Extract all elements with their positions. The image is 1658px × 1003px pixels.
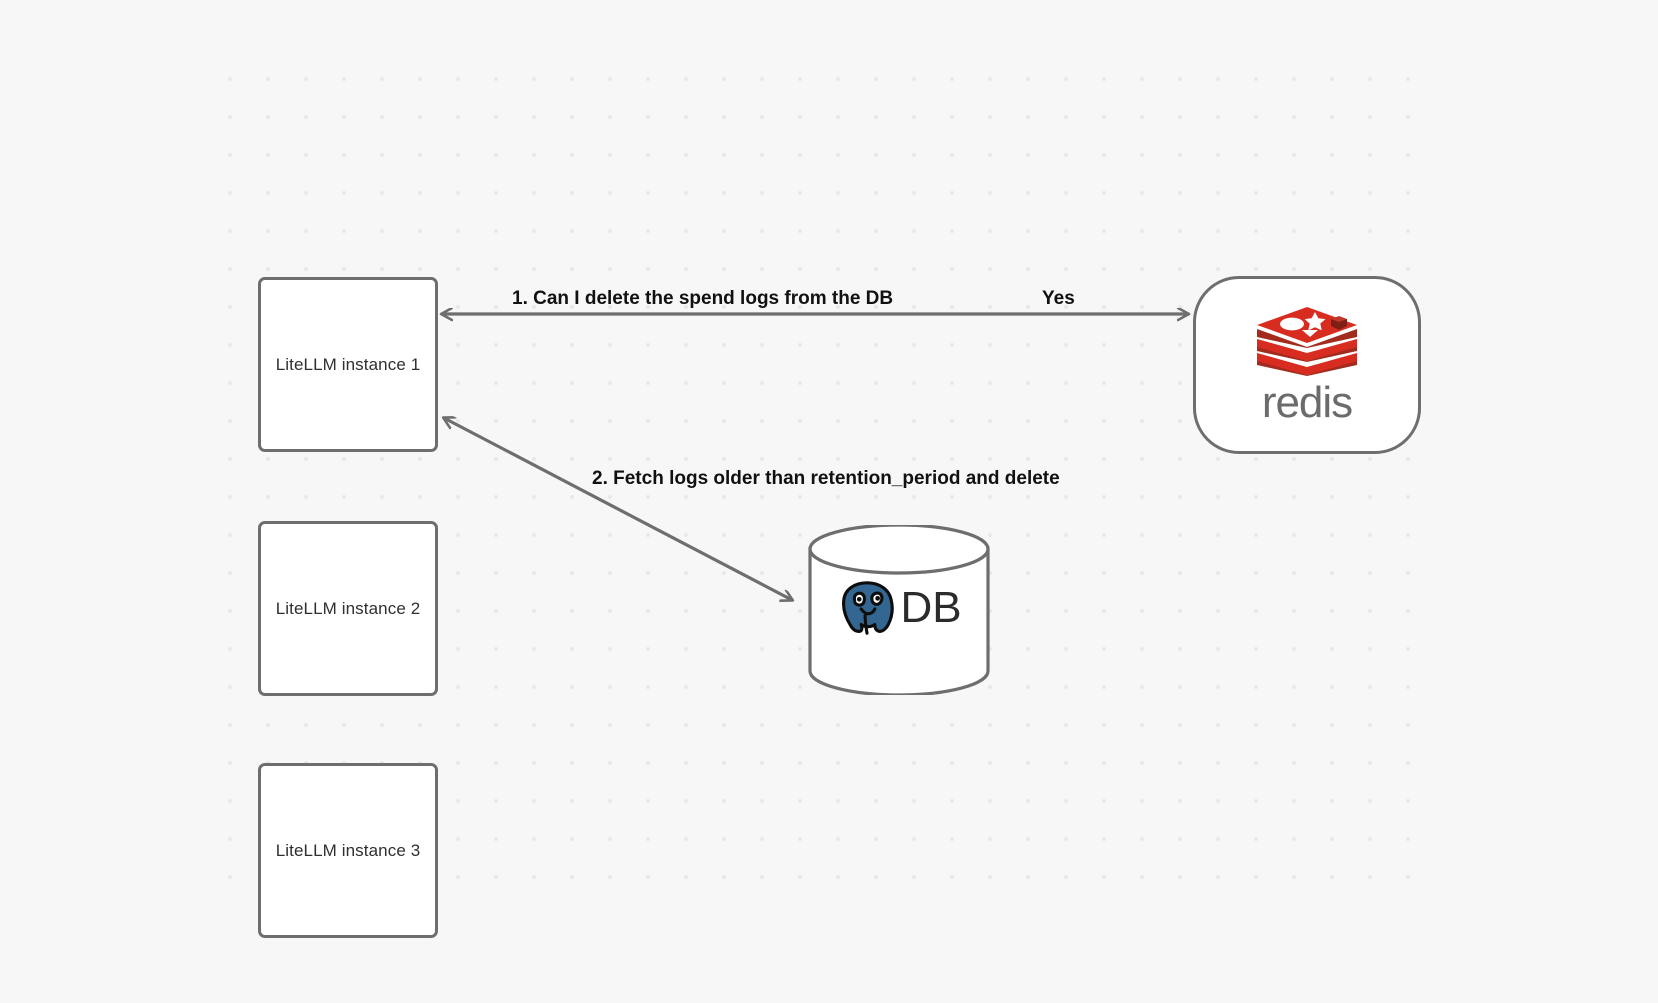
edge-1-reply-label: Yes: [1042, 288, 1075, 309]
edge-2-label: 2. Fetch logs older than retention_perio…: [592, 468, 1060, 489]
postgresql-elephant-icon: [842, 581, 895, 635]
node-litellm-instance-1[interactable]: LiteLLM instance 1: [258, 277, 438, 452]
edge-instance1-db: [444, 418, 792, 600]
redis-wordmark-label: redis: [1261, 378, 1353, 427]
node-litellm-instance-3[interactable]: LiteLLM instance 3: [258, 763, 438, 938]
node-litellm-instance-2-label: LiteLLM instance 2: [275, 598, 421, 618]
node-db[interactable]: DB: [806, 523, 992, 697]
node-litellm-instance-2[interactable]: LiteLLM instance 2: [258, 521, 438, 696]
edge-1-label: 1. Can I delete the spend logs from the …: [512, 288, 894, 309]
node-litellm-instance-1-label: LiteLLM instance 1: [275, 354, 421, 374]
db-node-label: DB: [900, 583, 962, 632]
node-redis[interactable]: redis: [1193, 276, 1421, 454]
redis-stack-icon: [1257, 307, 1357, 376]
db-node-content: DB: [806, 577, 992, 639]
node-litellm-instance-3-label: LiteLLM instance 3: [275, 840, 421, 860]
